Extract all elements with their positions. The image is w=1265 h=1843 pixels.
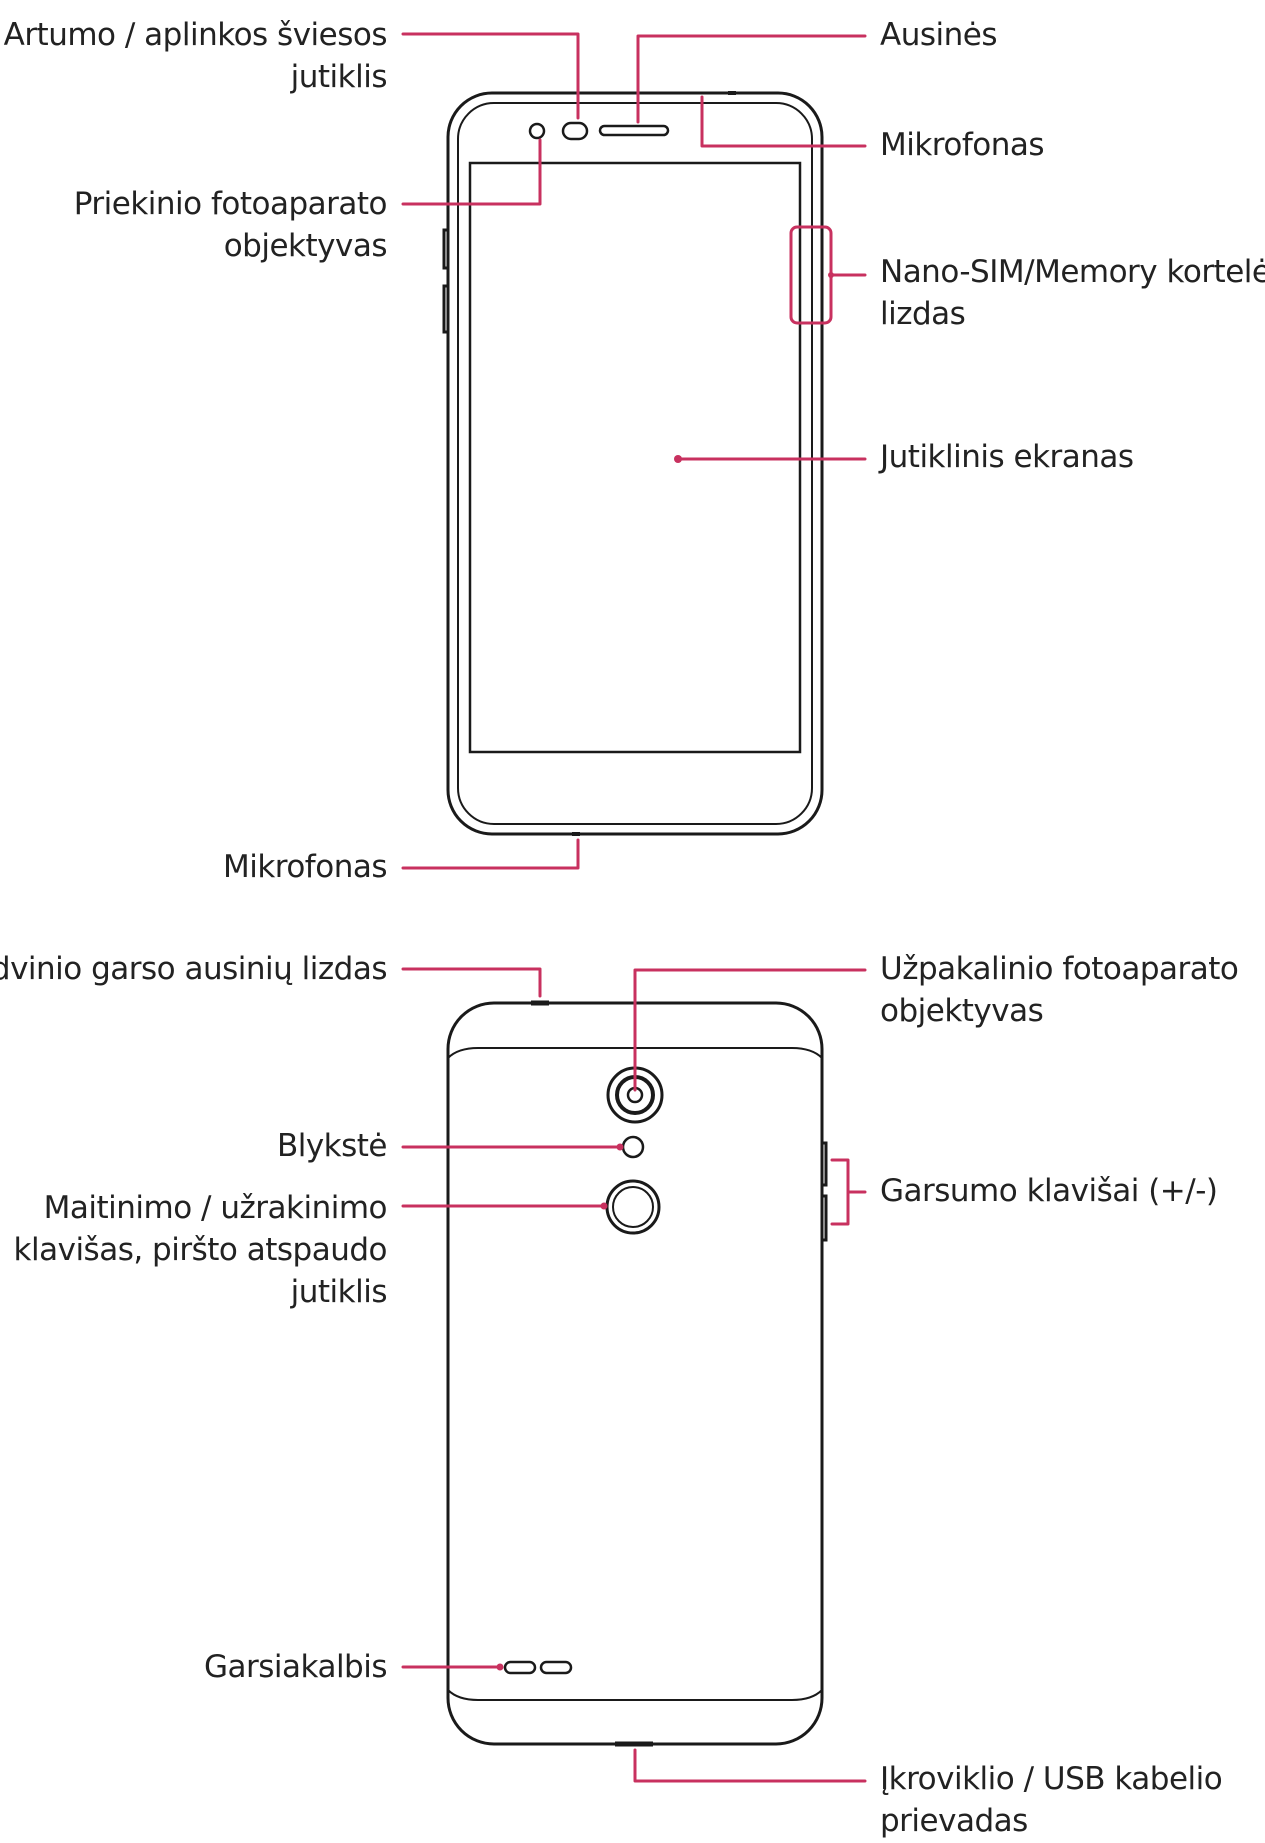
proximity-sensor-icon bbox=[528, 122, 546, 140]
leader-proximity-sensor bbox=[401, 32, 580, 120]
label-volume-keys: Garsumo klavišai (+/-) bbox=[880, 1170, 1218, 1212]
label-microphone-bottom: Mikrofonas bbox=[222, 846, 388, 888]
label-line: Erdvinio garso ausinių lizdas bbox=[0, 951, 387, 987]
label-line: Jutiklinis ekranas bbox=[880, 439, 1134, 475]
label-line: Mikrofonas bbox=[880, 127, 1045, 163]
leader-headset-jack bbox=[401, 967, 542, 998]
label-rear-camera: Užpakalinio fotoaparato objektyvas bbox=[880, 948, 1239, 1032]
label-earpiece: Ausinės bbox=[880, 14, 998, 56]
front-camera-icon bbox=[561, 121, 589, 141]
leader-rear-camera bbox=[633, 968, 867, 1092]
flash-icon bbox=[621, 1135, 645, 1159]
front-left-side-button-upper bbox=[442, 228, 448, 270]
power-key-dot bbox=[600, 1202, 608, 1210]
leader-tips bbox=[496, 272, 834, 1671]
label-line: Priekinio fotoaparato bbox=[73, 186, 388, 222]
label-line: prievadas bbox=[880, 1803, 1028, 1839]
sim-slot-dot bbox=[828, 272, 834, 278]
earpiece-icon bbox=[598, 124, 670, 137]
label-line: Maitinimo / užrakinimo bbox=[43, 1190, 388, 1226]
fingerprint-key-outer-icon bbox=[605, 1179, 661, 1235]
label-headset-jack: Erdvinio garso ausinių lizdas bbox=[0, 948, 387, 990]
front-phone-body bbox=[446, 91, 824, 836]
speaker-grille-left-icon bbox=[503, 1660, 537, 1675]
volume-key-up bbox=[822, 1141, 828, 1187]
label-line: objektyvas bbox=[223, 228, 388, 264]
touch-screen-dot bbox=[674, 455, 682, 463]
leader-lines bbox=[401, 32, 867, 1783]
volume-key-down bbox=[822, 1194, 828, 1242]
label-line: Užpakalinio fotoaparato bbox=[880, 951, 1239, 987]
label-line: jutiklis bbox=[290, 1274, 388, 1310]
front-phone-inner-bezel bbox=[457, 102, 813, 825]
label-speaker: Garsiakalbis bbox=[204, 1646, 387, 1688]
label-microphone-top: Mikrofonas bbox=[880, 124, 1045, 166]
label-proximity-sensor: Artumo / aplinkos šviesos jutiklis bbox=[3, 14, 388, 98]
label-flash: Blykstė bbox=[276, 1125, 388, 1167]
label-line: jutiklis bbox=[290, 59, 388, 95]
speaker-dot bbox=[496, 1663, 504, 1671]
back-phone bbox=[446, 1000, 828, 1747]
leader-earpiece bbox=[636, 34, 867, 124]
label-line: Nano-SIM/Memory kortelės bbox=[880, 254, 1265, 290]
label-line: lizdas bbox=[880, 296, 966, 332]
label-line: Artumo / aplinkos šviesos bbox=[3, 17, 388, 53]
label-line: Ausinės bbox=[880, 17, 998, 53]
label-line: objektyvas bbox=[880, 993, 1044, 1029]
leader-front-camera bbox=[401, 138, 542, 206]
label-sim-slot: Nano-SIM/Memory kortelės lizdas bbox=[880, 251, 1265, 335]
label-line: Mikrofonas bbox=[222, 849, 388, 885]
leader-usb-port bbox=[633, 1748, 867, 1783]
fingerprint-key-inner-icon bbox=[612, 1186, 654, 1228]
front-left-side-button-lower bbox=[442, 284, 448, 334]
label-line: Blykstė bbox=[276, 1128, 388, 1164]
back-bottom-band bbox=[447, 1689, 823, 1701]
label-line: Garsiakalbis bbox=[204, 1649, 387, 1685]
speaker-grille-right-icon bbox=[539, 1660, 573, 1675]
leader-volume-keys bbox=[830, 1158, 850, 1226]
label-touch-screen: Jutiklinis ekranas bbox=[880, 436, 1134, 478]
label-front-camera: Priekinio fotoaparato objektyvas bbox=[73, 183, 388, 267]
flash-dot bbox=[616, 1143, 624, 1151]
label-line: Įkroviklio / USB kabelio bbox=[880, 1761, 1223, 1797]
label-line: Garsumo klavišai (+/-) bbox=[880, 1173, 1218, 1209]
label-power-key: Maitinimo / užrakinimo klavišas, piršto … bbox=[13, 1187, 388, 1313]
leader-microphone-top bbox=[700, 95, 867, 148]
leader-microphone-bottom bbox=[401, 838, 580, 870]
label-line: klavišas, piršto atspaudo bbox=[13, 1232, 388, 1268]
label-usb-port: Įkroviklio / USB kabelio prievadas bbox=[880, 1758, 1223, 1842]
